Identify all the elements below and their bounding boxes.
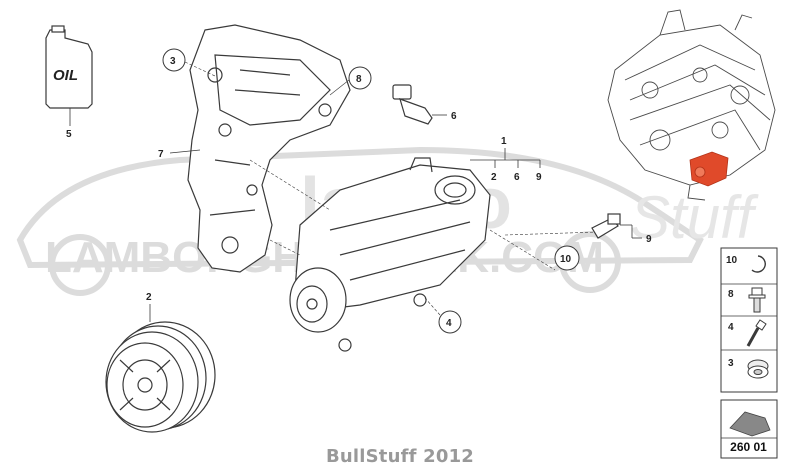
ac-compressor xyxy=(289,157,491,352)
callout-7: 7 xyxy=(158,149,164,160)
oil-bottle-icon xyxy=(45,25,93,109)
callout-2: 2 xyxy=(146,292,152,303)
fastener-legend: 10 8 4 3 xyxy=(720,247,778,393)
bush-icon xyxy=(747,359,769,379)
mounting-bracket xyxy=(187,24,351,273)
pressure-sensor xyxy=(392,84,433,125)
arrow-shape-icon xyxy=(729,411,771,437)
legend-num-4: 4 xyxy=(728,322,734,333)
watermark-stuff: Stuff xyxy=(630,184,759,251)
circlip-icon xyxy=(751,255,766,273)
callout-group-9: 9 xyxy=(536,172,542,183)
callout-5: 5 xyxy=(66,129,72,140)
callout-group-2: 2 xyxy=(491,172,497,183)
bolt-long-icon xyxy=(746,319,767,347)
highlighted-compressor xyxy=(689,151,729,187)
callout-8: 8 xyxy=(356,74,362,85)
bolt-flange-icon xyxy=(748,287,766,313)
reference-code: 260 01 xyxy=(730,440,767,454)
legend-num-3: 3 xyxy=(728,358,734,369)
footer-credit: BullStuff 2012 xyxy=(325,446,475,467)
oil-label: OIL xyxy=(53,67,78,84)
legend-num-8: 8 xyxy=(728,289,734,300)
engine-illustration xyxy=(607,9,776,201)
callout-4: 4 xyxy=(446,318,452,329)
callout-1: 1 xyxy=(501,136,507,147)
temperature-sensor xyxy=(591,213,621,239)
callout-10: 10 xyxy=(560,254,572,265)
callout-9: 9 xyxy=(646,234,652,245)
callout-3: 3 xyxy=(170,56,176,67)
assembly-lines xyxy=(249,159,599,271)
pulley xyxy=(105,321,216,433)
callout-6: 6 xyxy=(451,111,457,122)
callout-group-6: 6 xyxy=(514,172,520,183)
legend-num-10: 10 xyxy=(726,255,738,266)
reference-box xyxy=(720,399,778,459)
